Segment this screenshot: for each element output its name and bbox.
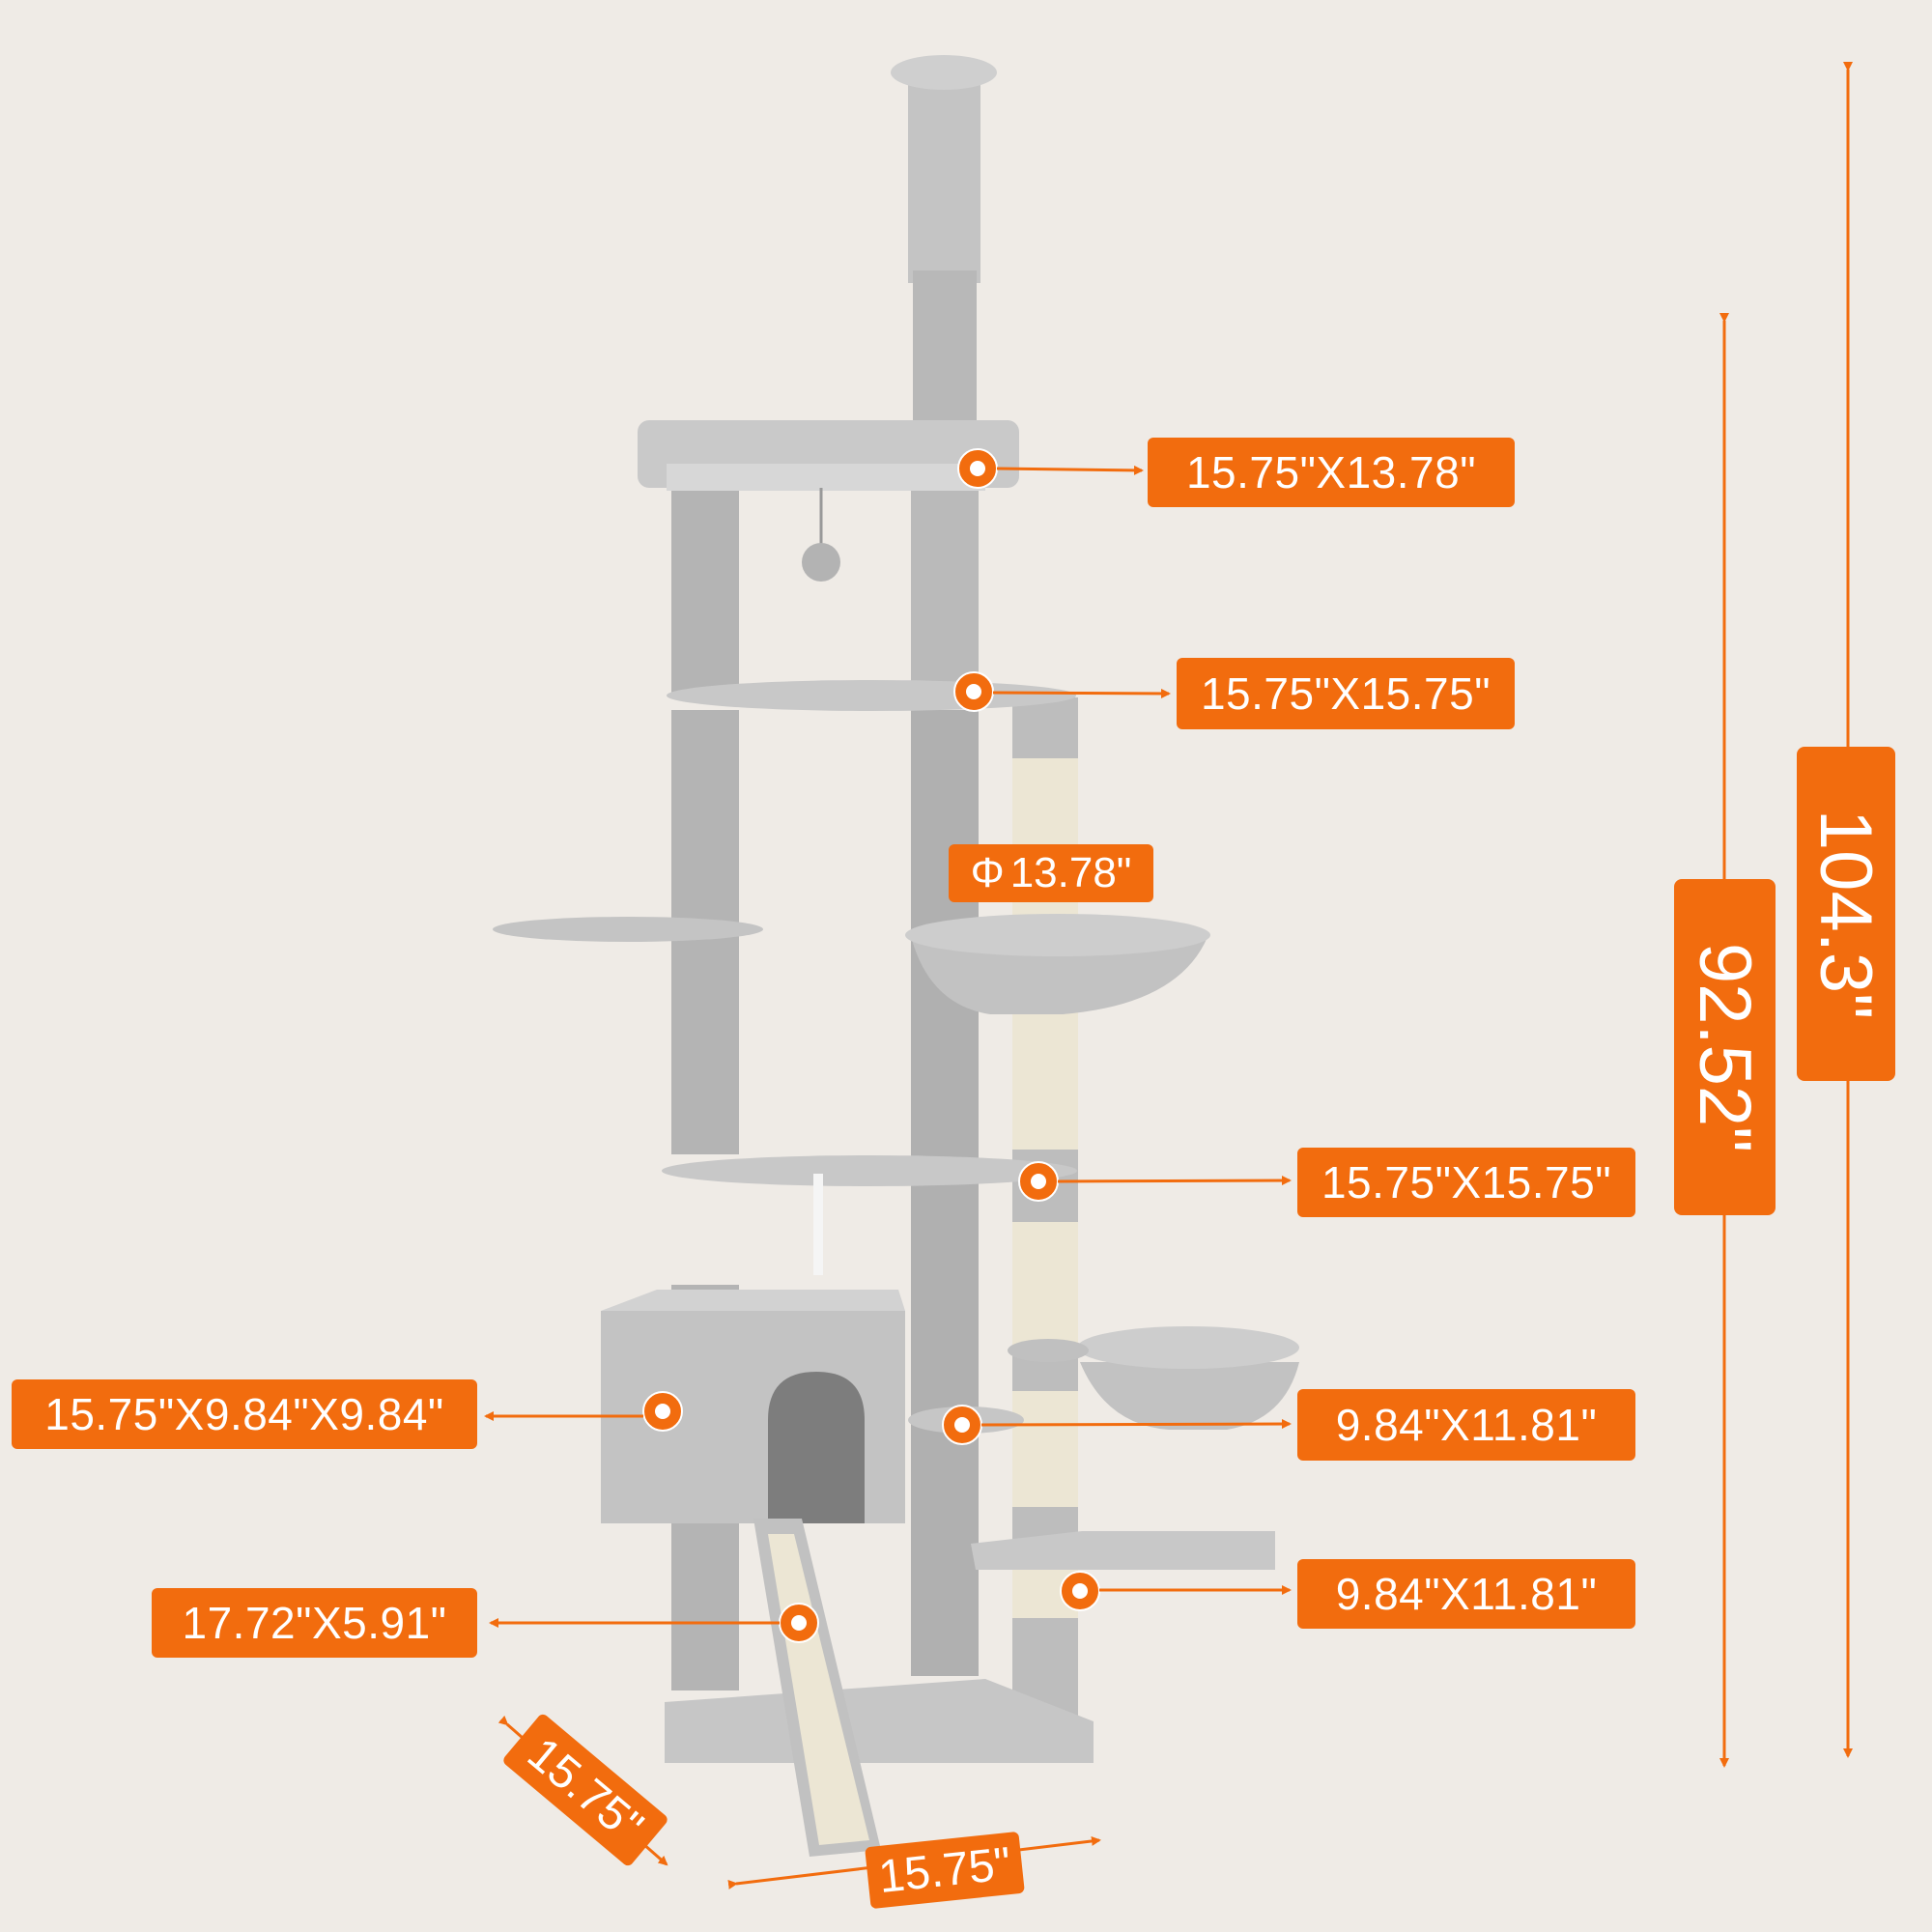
basket-diameter-value: 13.78"	[1009, 849, 1132, 896]
cat-tree	[493, 55, 1299, 1857]
left-perch	[493, 917, 763, 942]
condo-dimension-label: 15.75"X9.84"X9.84"	[12, 1379, 477, 1449]
callout-markers	[484, 448, 1292, 1643]
hanging-strap	[813, 1174, 823, 1275]
top-platform-dimension-label: 15.75"X13.78"	[1148, 438, 1515, 507]
bottom-step	[971, 1531, 1275, 1570]
second-platform	[667, 680, 1076, 711]
pom-pom-toy	[802, 543, 840, 582]
ramp-dimension-label: 17.72"X5.91"	[152, 1588, 477, 1658]
top-pole-lower	[913, 270, 977, 435]
basket-small-dimension-label: 9.84"X11.81"	[1297, 1389, 1635, 1461]
base	[665, 1679, 1094, 1763]
top-pole-upper	[908, 66, 980, 283]
middle-post-1	[911, 473, 979, 696]
left-post-1	[671, 473, 739, 696]
second-platform-dimension-label: 15.75"X15.75"	[1177, 658, 1515, 729]
phi-symbol: Φ	[970, 849, 1005, 896]
top-pole-cap	[891, 55, 997, 90]
bottom-step-dimension-label: 9.84"X11.81"	[1297, 1559, 1635, 1629]
min-height-label: 92.52"	[1674, 879, 1776, 1215]
middle-platform-dimension-label: 15.75"X15.75"	[1297, 1148, 1635, 1217]
max-height-value: 104.3"	[1804, 809, 1888, 1019]
max-height-label: 104.3"	[1797, 747, 1895, 1081]
basket-diameter-label: Φ 13.78"	[949, 844, 1153, 902]
lower-basket	[1080, 1362, 1299, 1430]
middle-platform	[662, 1155, 1077, 1186]
ramp	[753, 1519, 881, 1857]
min-height-value: 92.52"	[1684, 942, 1767, 1152]
